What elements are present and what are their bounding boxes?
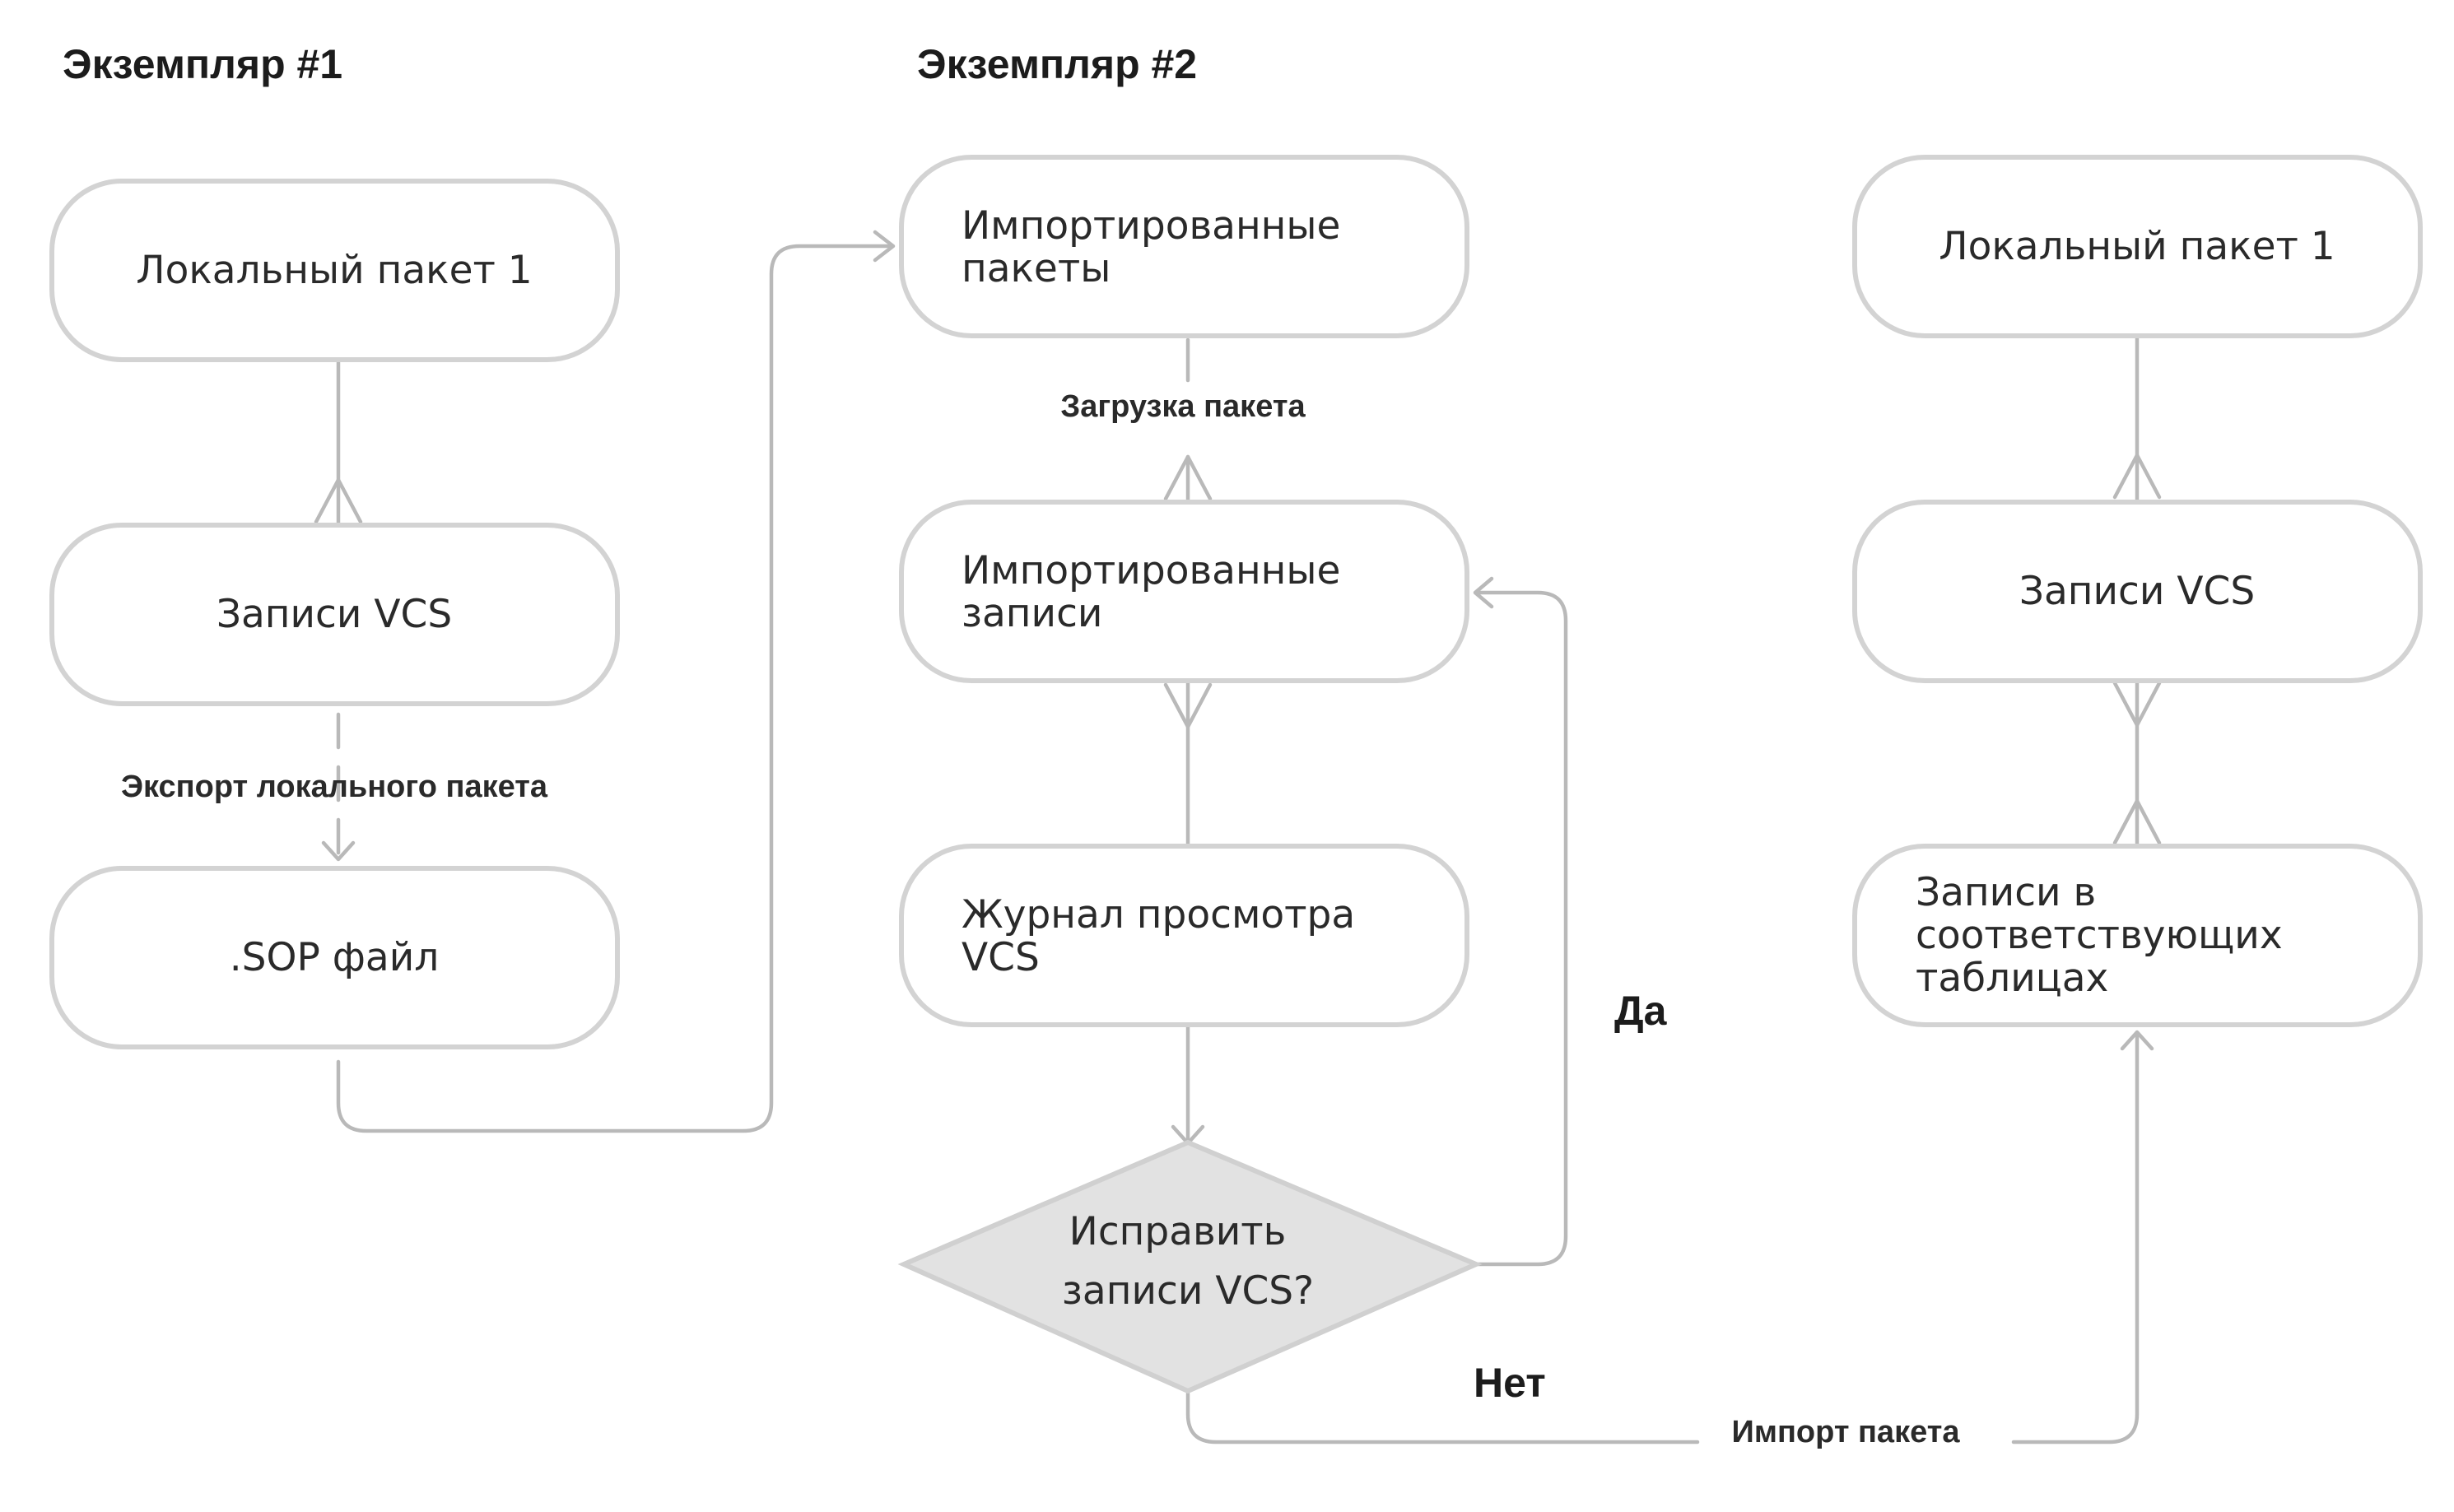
crowfoot-icon xyxy=(1163,682,1213,729)
node-label: Импортированные записи xyxy=(962,548,1353,636)
node-sop-file: .SOP файл xyxy=(49,866,620,1049)
crowfoot-icon xyxy=(2112,798,2162,845)
edge-no-left xyxy=(1185,1391,1700,1445)
node-label: Исправить записи VCS? xyxy=(1062,1209,1314,1314)
node-local-package-1-b: Локальный пакет 1 xyxy=(1852,155,2423,338)
arrow-down-icon xyxy=(321,840,356,862)
node-label: Записи VCS xyxy=(2019,569,2255,614)
node-label: Записи в соответствующих таблицах xyxy=(1916,870,2295,1001)
edge-label-yes: Да xyxy=(1614,988,1668,1034)
node-imported-records: Импортированные записи xyxy=(899,500,1469,683)
node-label: .SOP файл xyxy=(230,935,440,980)
instance-1-heading: Экземпляр #1 xyxy=(63,41,342,87)
node-table-records: Записи в соответствующих таблицах xyxy=(1852,844,2423,1027)
edge-sop-to-import xyxy=(336,244,893,1133)
node-local-package-1-a: Локальный пакет 1 xyxy=(49,179,620,362)
arrow-right-icon xyxy=(873,230,896,263)
edge-yes-loop xyxy=(1475,590,1568,1267)
arrow-up-icon xyxy=(2120,1030,2154,1051)
node-label: Журнал просмотра VCS xyxy=(962,892,1367,980)
crowfoot-icon xyxy=(2112,453,2162,500)
node-vcs-records-b: Записи VCS xyxy=(1852,500,2423,683)
crowfoot-icon xyxy=(1163,454,1213,501)
node-vcs-records-a: Записи VCS xyxy=(49,523,620,706)
crowfoot-icon xyxy=(314,477,363,524)
edge-no-right xyxy=(2011,1033,2140,1445)
node-imported-packages: Импортированные пакеты xyxy=(899,155,1469,338)
edge-label-no: Нет xyxy=(1474,1360,1546,1406)
node-vcs-review-log: Журнал просмотра VCS xyxy=(899,844,1469,1027)
node-fix-decision: Исправить записи VCS? xyxy=(897,1139,1483,1394)
node-label: Записи VCS xyxy=(217,592,452,637)
node-label: Локальный пакет 1 xyxy=(136,248,532,293)
crowfoot-icon xyxy=(2112,681,2162,728)
edge-label-load: Загрузка пакета xyxy=(1060,389,1306,424)
arrow-left-icon xyxy=(1473,576,1494,609)
instance-2-heading: Экземпляр #2 xyxy=(917,41,1197,87)
edge-label-import: Импорт пакета xyxy=(1732,1415,1961,1449)
node-label: Импортированные пакеты xyxy=(962,203,1353,291)
node-label: Локальный пакет 1 xyxy=(1939,224,2335,269)
edge-label-export: Экспорт локального пакета xyxy=(121,770,548,804)
